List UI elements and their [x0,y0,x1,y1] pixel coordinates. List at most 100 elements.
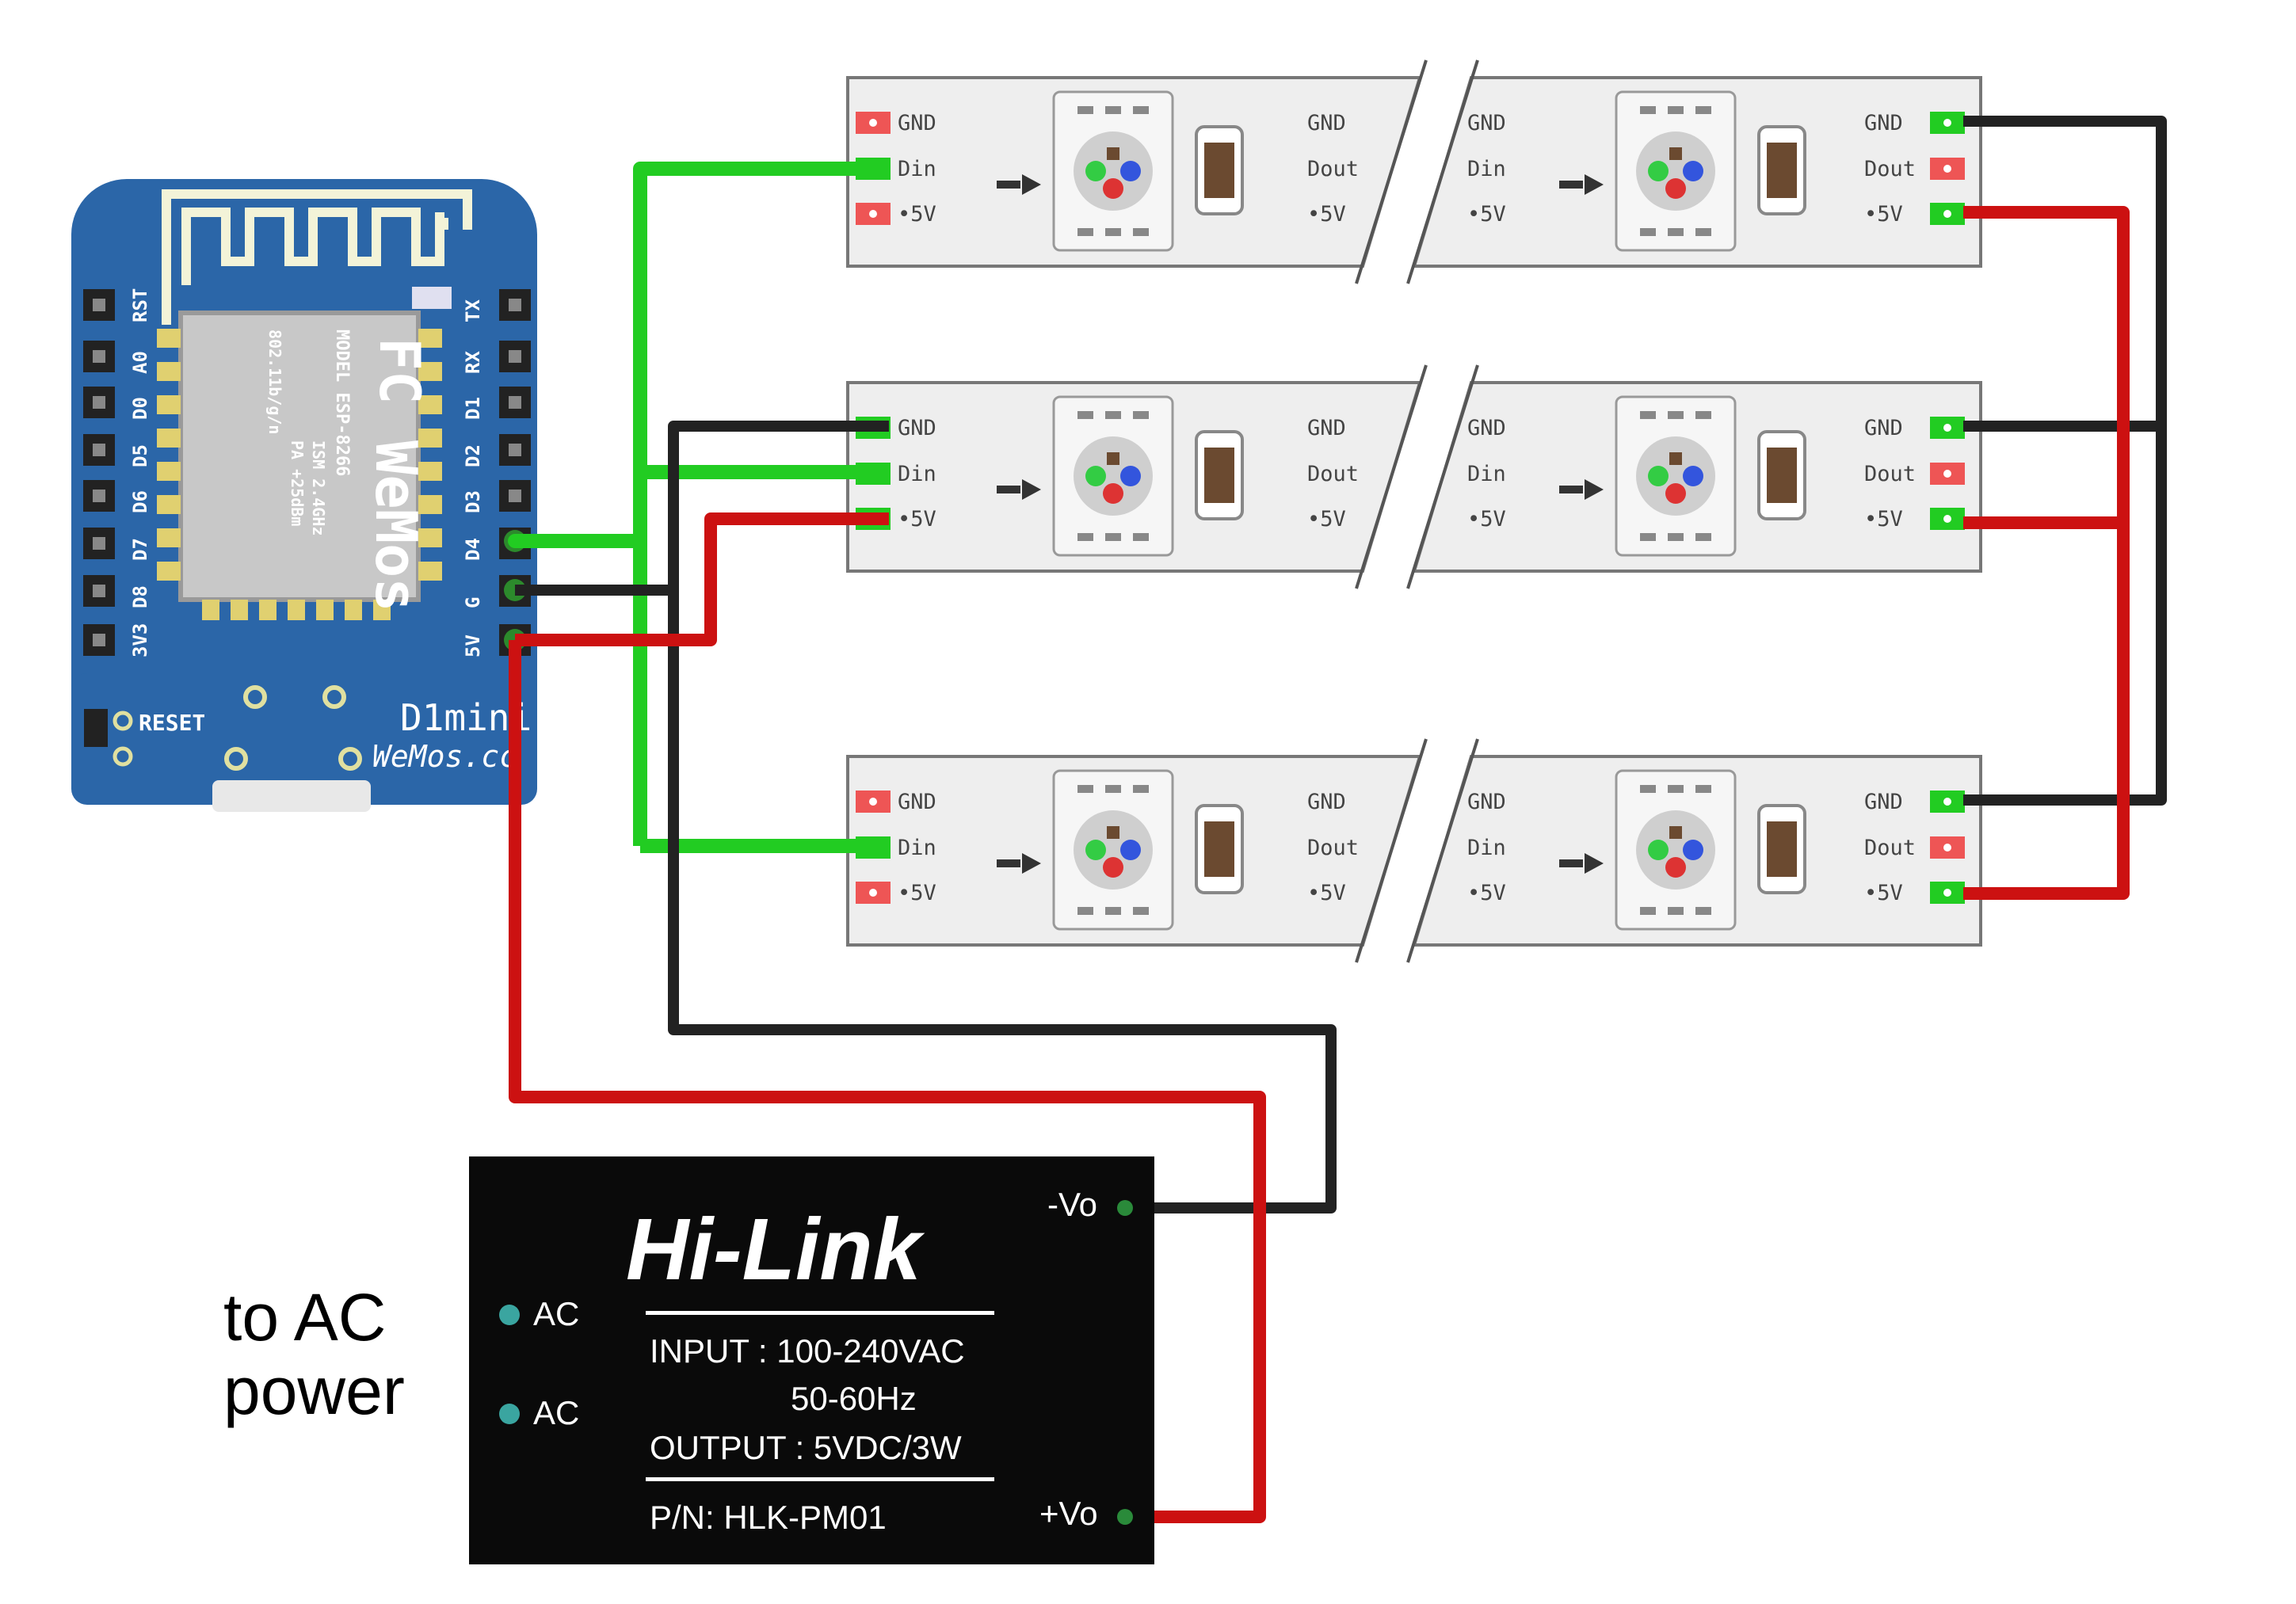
led-red [1665,857,1686,878]
psu-ac1-pad [499,1305,520,1325]
wemos-logo: WeMos [363,440,429,612]
strip-pad-dot [869,119,877,127]
psu-rule-bottom [646,1477,994,1481]
led-pin [1077,907,1093,915]
led-lens [1636,810,1715,890]
psu-vo-plus: +Vo [1039,1495,1098,1532]
header-pin-core [93,490,105,502]
led-blue [1120,161,1141,181]
wire-5v-right [1963,206,2130,900]
strip-5v-label: •5V [1864,881,1903,905]
strip-gnd-label: GND [1307,790,1346,814]
strip-pad-dot [1943,515,1951,523]
module-pad [157,395,181,414]
strip-dout-label: Dout [1864,462,1916,486]
strip-break-mark [1355,364,1428,589]
led-die [1669,452,1682,465]
module-pad [316,600,334,620]
arrow-icon [1022,174,1041,195]
wire-data-strip-1 [633,162,889,846]
led-pin [1695,785,1711,793]
strip-resistor-body [1767,143,1797,198]
led-blue [1683,840,1703,860]
header-pin-core [93,396,105,409]
strip-pad-dot [869,798,877,806]
module-pad [418,395,442,414]
psu-ac1-label: AC [533,1295,579,1332]
header-pin-core [509,396,521,409]
led-pin [1695,533,1711,541]
strip-pad-dot [1943,470,1951,478]
arrow-icon [1022,479,1041,500]
strip-break-mark [1355,738,1428,963]
module-pad [418,528,442,547]
module-pads [157,329,442,620]
led-pin [1133,533,1149,541]
pin-label-left: RST [129,288,151,322]
led-pin [1668,785,1684,793]
header-pin-core [93,350,105,363]
pin-label-right: D3 [462,490,484,513]
caption-line-2: power [223,1354,405,1428]
psu-vo-minus-pad [1117,1200,1133,1216]
strip-5v-label: •5V [1864,507,1903,531]
led-red [1665,178,1686,199]
header-pin-core [93,299,105,311]
strip-resistor-body [1204,448,1234,503]
strip-dout-label: Dout [1864,836,1916,860]
led-pin [1105,533,1121,541]
module-pad [157,329,181,348]
module-pad [418,429,442,448]
strip-resistor-body [1204,821,1234,877]
arrow-icon [1585,174,1604,195]
pin-label-right: D2 [462,444,484,467]
led-pin [1640,411,1656,419]
module-pad [157,562,181,581]
led-lens [1636,131,1715,211]
pin-label-left: D8 [129,585,151,608]
module-pad [157,528,181,547]
led-pin [1668,907,1684,915]
led-pin [1640,228,1656,236]
arrow-icon [1585,479,1604,500]
psu-input: INPUT : 100-240VAC [650,1332,965,1370]
mount-hole [224,747,248,771]
module-pad [418,495,442,514]
pin-label-right: TX [462,299,484,322]
led-pin [1640,106,1656,114]
led-die [1107,147,1119,160]
psu-rule-top [646,1311,994,1315]
psu-ac2-label: AC [533,1394,579,1431]
strip-5v-label: •5V [1307,507,1346,531]
wire-5v-main [509,640,1266,1523]
header-pin-core [509,490,521,502]
strip-5v-label: •5V [1864,202,1903,227]
led-green [1085,161,1106,181]
led-pin [1668,228,1684,236]
led-green [1648,466,1669,486]
led-pin [1695,411,1711,419]
led-lens [1074,436,1153,516]
header-pin-core [93,537,105,550]
module-pad [345,600,362,620]
module-pad [288,600,305,620]
pin-label-right: 5V [462,634,484,657]
strip-din-label: Din [898,157,936,181]
pin-label-left: A0 [129,351,151,374]
header-pin-core [93,585,105,597]
reset-pad [113,746,133,767]
strip-resistor-body [1767,448,1797,503]
esp-module [178,311,421,602]
led-green [1085,466,1106,486]
strip-5v-label: •5V [1467,202,1506,227]
led-blue [1683,466,1703,486]
pin-label-left: 3V3 [129,623,151,657]
led-pin [1133,411,1149,419]
led-pin [1695,907,1711,915]
module-pad [231,600,248,620]
psu-ac2-pad [499,1404,520,1424]
led-pin [1105,106,1121,114]
strip-pad-dot [1943,889,1951,897]
